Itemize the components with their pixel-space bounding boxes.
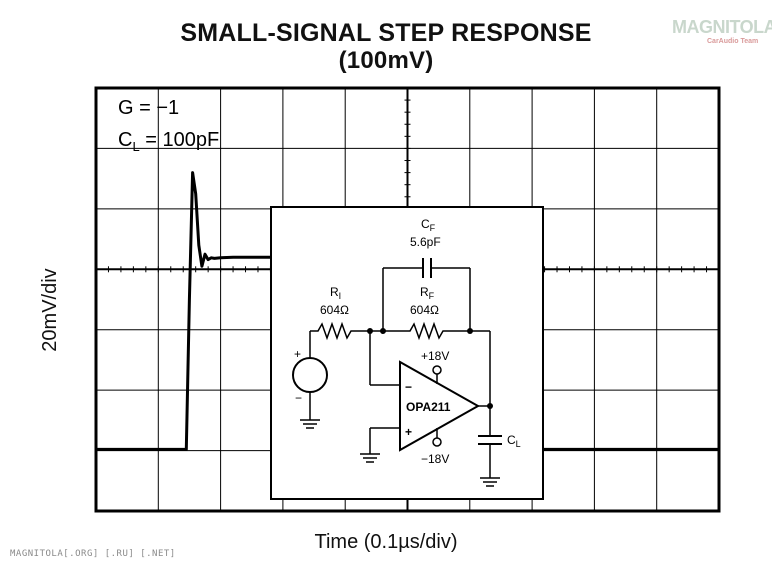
x-axis-label: Time (0.1µs/div) <box>314 531 458 553</box>
opamp-label: OPA211 <box>406 400 451 414</box>
ri-resistor <box>310 321 370 341</box>
circuit-box <box>270 206 544 500</box>
y-axis-label: 20mV/div <box>39 268 61 352</box>
rf-resistor <box>370 321 490 341</box>
circuit-inset: CF 5.6pF RI 604Ω RF 604Ω − + OPA211 +18V… <box>270 206 544 500</box>
opamp-plus: + <box>405 425 412 439</box>
gain-annotation: G = −1 <box>118 97 179 119</box>
watermark-logo: MAGNITOLA <box>672 17 772 37</box>
watermark-team: CarAudio Team <box>707 38 759 45</box>
watermark-footer: MAGNITOLA[.ORG] [.RU] [.NET] <box>10 549 176 559</box>
chart-title: SMALL-SIGNAL STEP RESPONSE <box>180 19 592 47</box>
plot-frame <box>94 86 721 513</box>
voltage-source <box>292 357 328 393</box>
chart-subtitle: (100mV) <box>338 47 434 74</box>
ri-value: 604Ω <box>320 303 349 317</box>
rf-value: 604Ω <box>410 303 439 317</box>
vneg-label: −18V <box>421 452 449 466</box>
vpos-label: +18V <box>421 349 449 363</box>
opamp-symbol <box>399 360 481 452</box>
cf-label: CF <box>421 217 436 233</box>
source-minus: − <box>295 391 302 405</box>
cf-value: 5.6pF <box>410 235 441 249</box>
source-plus: + <box>294 347 301 361</box>
ri-label: RI <box>330 285 341 301</box>
rf-label: RF <box>420 285 435 301</box>
cl-label: CL <box>507 433 521 449</box>
cl-annotation: CL = 100pF <box>118 129 219 154</box>
opamp-minus: − <box>405 380 412 394</box>
